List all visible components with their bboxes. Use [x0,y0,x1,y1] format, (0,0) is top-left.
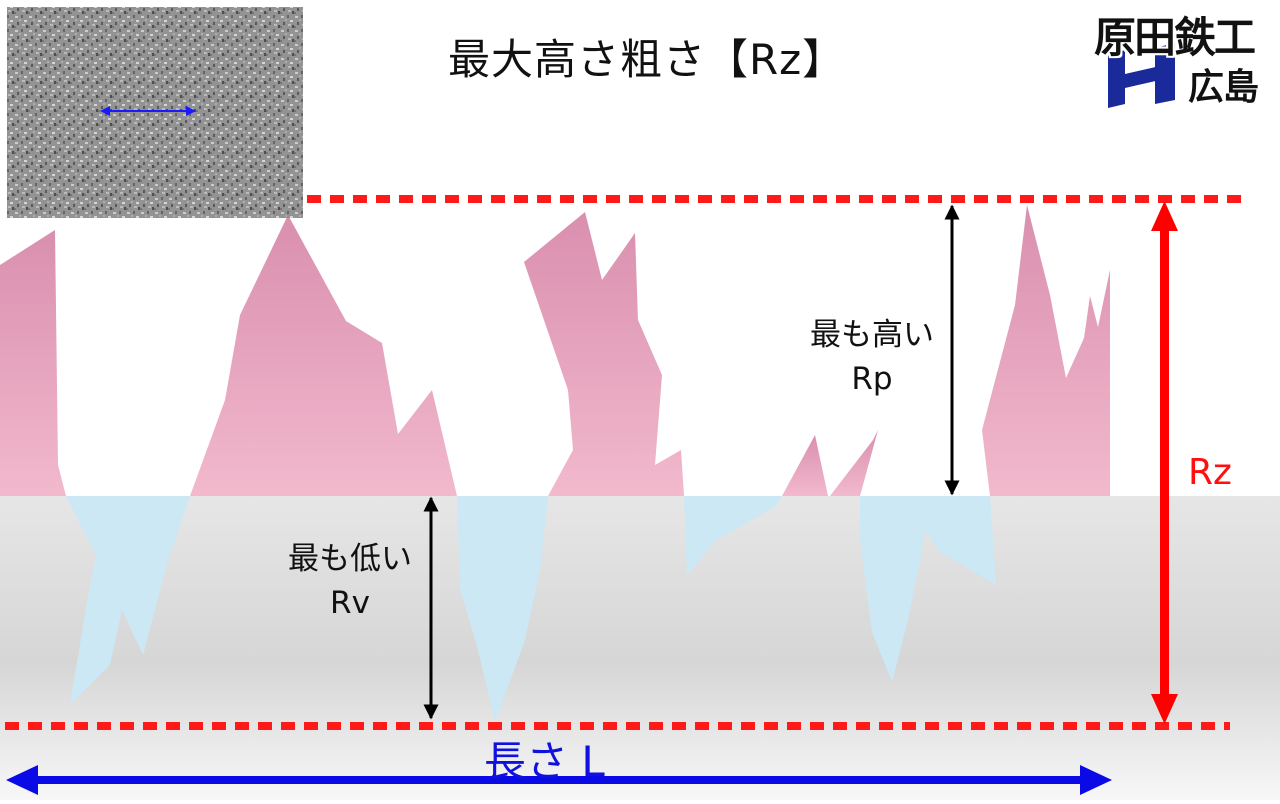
peak-5 [830,430,878,496]
rz-label: Rz [1188,452,1232,493]
rp-label-line1: 最も高い [810,317,934,353]
rv-label: 最も低い Rv [278,537,422,625]
peak-3 [524,212,684,496]
rv-label-line1: 最も低い [288,541,412,577]
company-logo: 原田鉄工 広島 [1094,4,1280,108]
length-label: 長さ L [484,737,605,786]
logo-name: 原田鉄工 [1094,13,1256,62]
logo-location: 広島 [1188,67,1259,108]
logo-mark [1108,43,1175,108]
surface-photo [7,7,303,218]
valley-3 [684,496,782,575]
valley-regions [66,496,996,722]
valley-1 [66,496,190,705]
base-band [0,496,1280,800]
peak-4 [782,435,828,496]
rp-label-line2: Rp [851,361,893,397]
peak-regions [0,205,1110,496]
peak-2 [190,215,457,496]
peak-6 [982,205,1110,496]
rv-label-line2: Rv [330,585,370,621]
valley-2 [457,496,548,722]
rz-arrow [1151,201,1178,724]
peak-1 [0,230,66,496]
diagram-title: 最大高さ粗さ【Rz】 [448,35,846,84]
valley-4 [860,496,996,682]
rp-label: 最も高い Rp [800,313,944,401]
length-arrow [6,765,1112,795]
